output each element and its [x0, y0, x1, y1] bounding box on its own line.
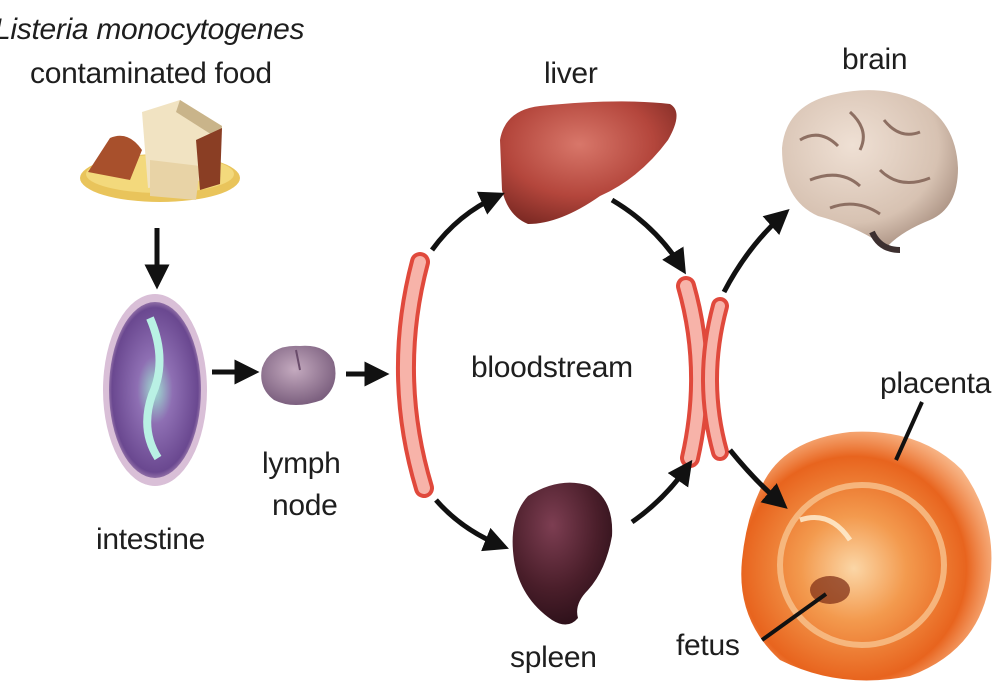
liver-label: liver: [544, 56, 598, 92]
blood-vessel-left: [406, 262, 424, 488]
bloodstream-label: bloodstream: [471, 350, 633, 386]
lymph-label-line1: lymph: [262, 446, 341, 482]
placenta-illustration: [741, 432, 991, 681]
spleen-illustration: [513, 483, 613, 625]
food-label: contaminated food: [30, 56, 272, 92]
placenta-label: placenta: [880, 366, 991, 402]
liver-illustration: [500, 101, 677, 224]
food-illustration: [80, 100, 240, 202]
arrow-liver-to-circulation: [612, 200, 682, 268]
arrow-to-brain: [724, 214, 784, 292]
brain-label: brain: [842, 42, 907, 78]
lymph-node-illustration: [261, 346, 335, 405]
pathogen-label: Listeria monocytogenes: [0, 12, 304, 48]
arrow-spleen-to-circulation: [632, 466, 688, 522]
arrow-to-liver: [432, 196, 498, 250]
brain-illustration: [782, 90, 958, 250]
blood-vessel-right: [686, 286, 720, 458]
intestine-illustration: [103, 294, 207, 486]
lymph-label-line2: node: [272, 488, 338, 524]
intestine-label: intestine: [96, 522, 205, 558]
spleen-label: spleen: [510, 640, 597, 676]
fetus-label: fetus: [676, 628, 740, 664]
arrow-to-spleen: [436, 500, 502, 546]
